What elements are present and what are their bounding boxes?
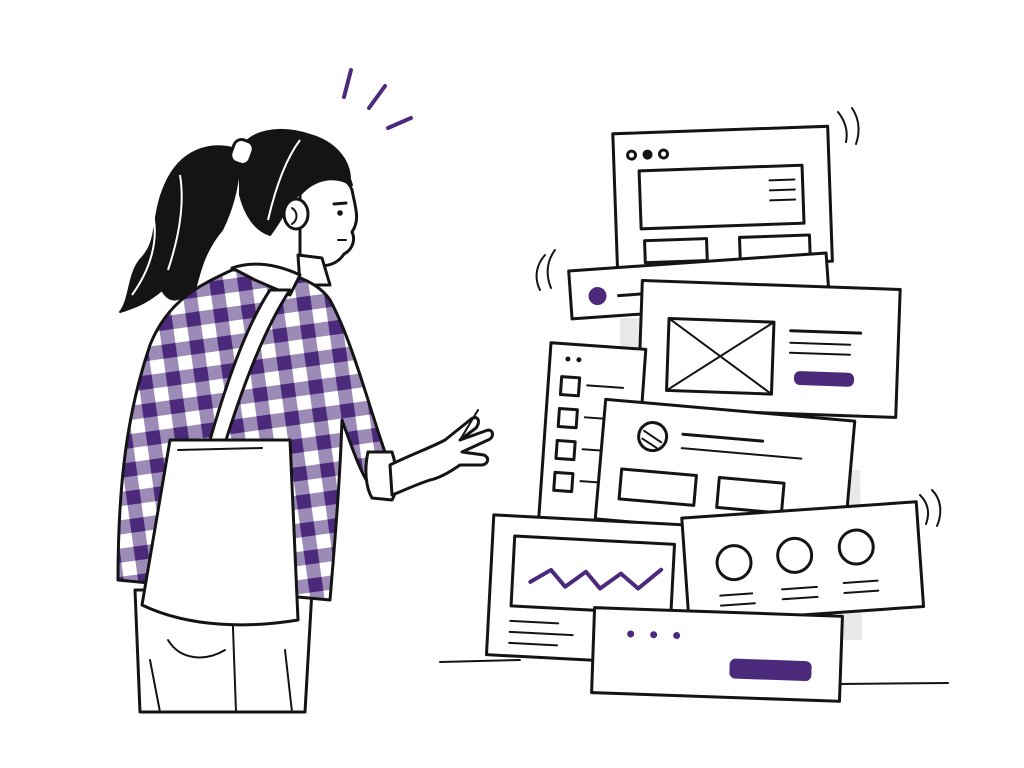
surprise-marks-icon [342, 68, 413, 130]
woman-figure [116, 129, 494, 714]
face [282, 148, 359, 268]
avatar-circle-icon [637, 421, 669, 453]
image-placeholder-icon [665, 316, 776, 396]
action-bar [590, 606, 844, 703]
line-chart-icon [528, 567, 664, 591]
window-stack [484, 107, 942, 703]
reaching-hand [388, 409, 494, 497]
ground-line [439, 659, 949, 685]
browser-window-top [611, 124, 834, 271]
avatars-card [680, 500, 926, 625]
image-card [636, 279, 902, 419]
wobble-marks-icon [535, 107, 942, 527]
window-dots-icon [626, 148, 670, 161]
profile-card [593, 397, 857, 543]
checkbox-icon [552, 375, 582, 494]
tote-bag [140, 438, 300, 627]
